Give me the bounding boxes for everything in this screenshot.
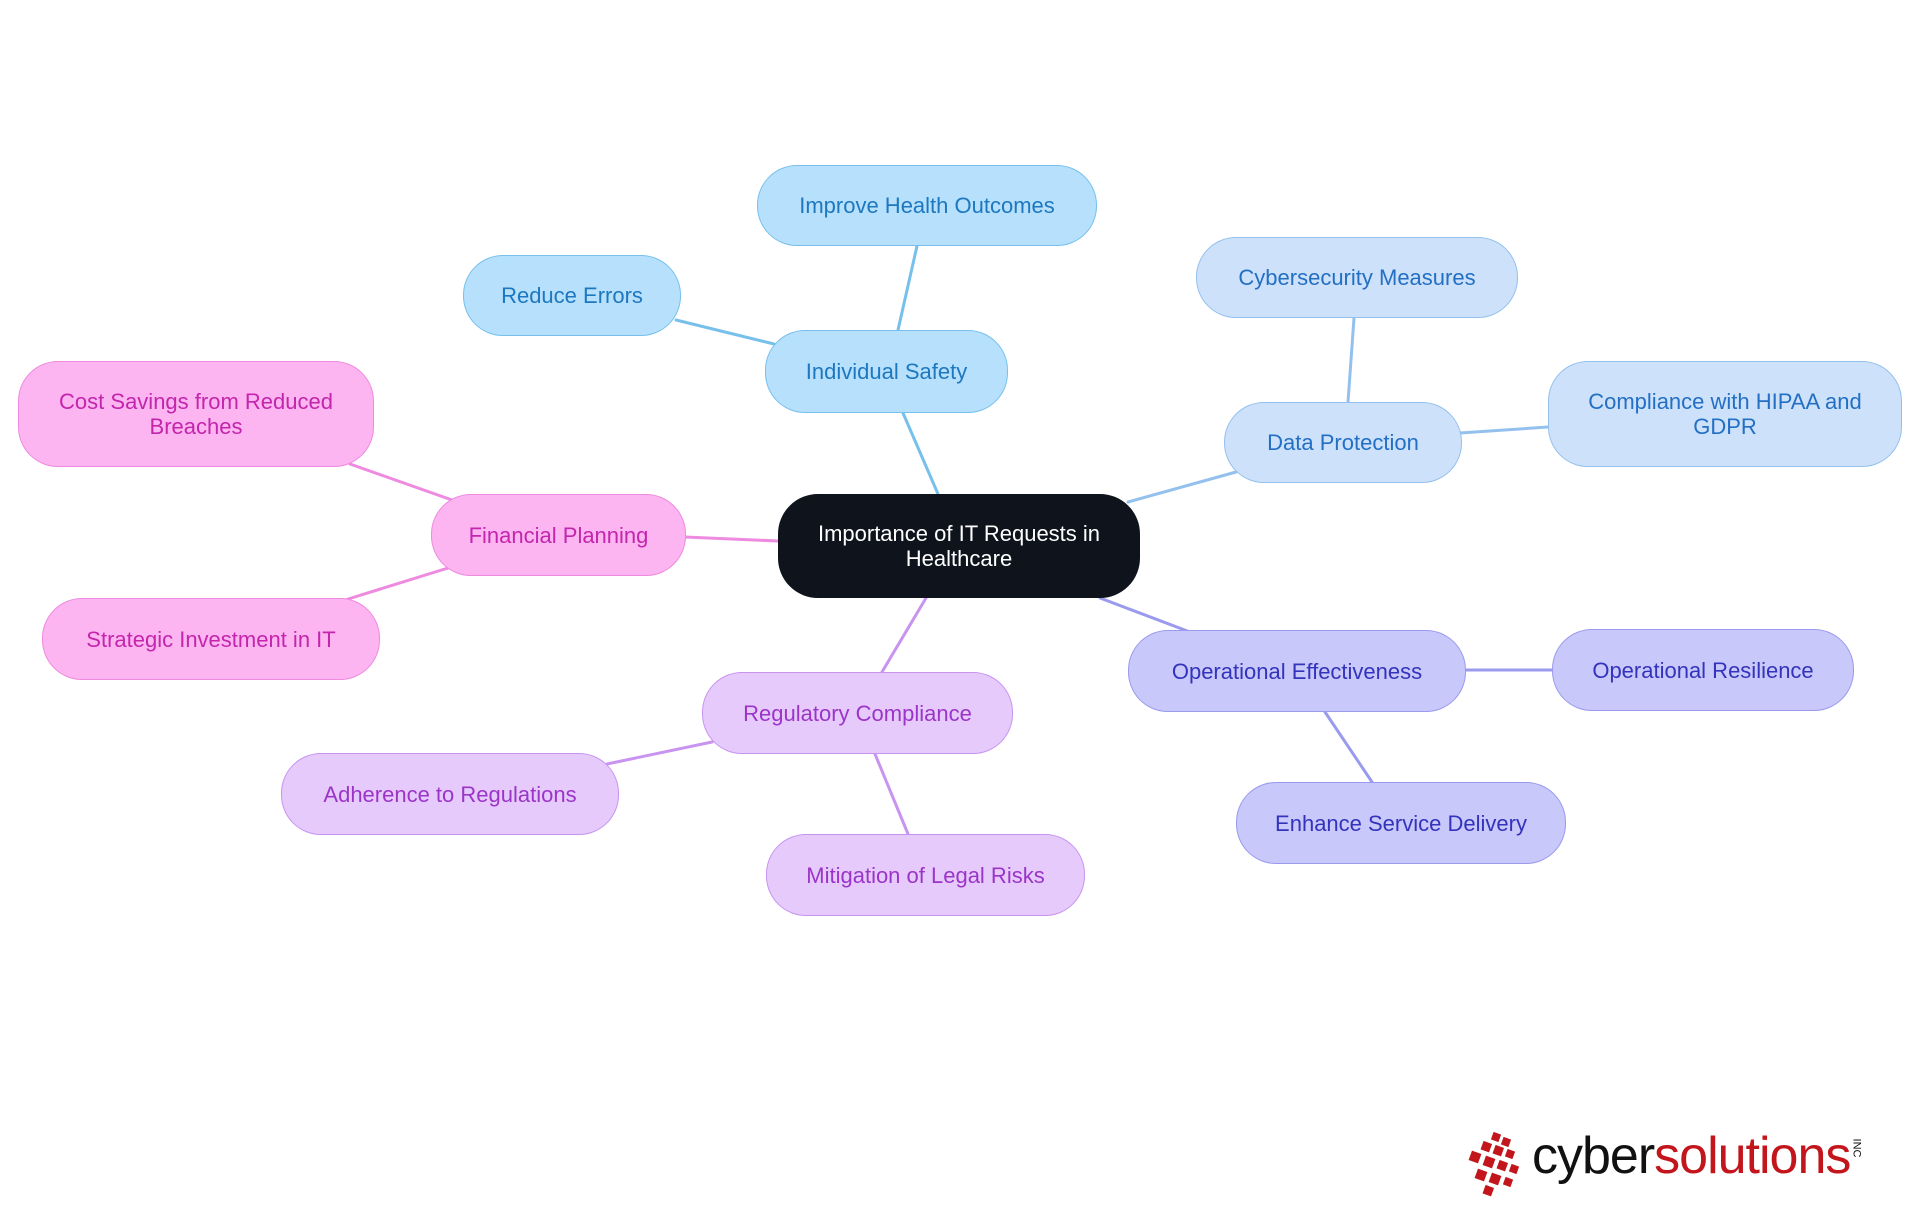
edge-financial-planning-cost-savings [348, 462, 454, 502]
branch-regulatory-compliance-label: Regulatory Compliance [743, 700, 972, 726]
edge-root-data-protection [1126, 470, 1238, 504]
cybersolutions-logo: cybersolutions INC [1462, 1120, 1882, 1200]
leaf-reduce-errors-label: Reduce Errors [501, 283, 643, 308]
edge-regulatory-compliance-adherence [605, 740, 714, 766]
leaf-mitigation-of-legal-risks-label: Mitigation of Legal Risks [806, 862, 1045, 888]
leaf-compliance-hipaa-gdpr[interactable]: Compliance with HIPAA and GDPR [1548, 361, 1902, 467]
root-node[interactable]: Importance of IT Requests in Healthcare [778, 494, 1140, 598]
leaf-improve-health-outcomes-label: Improve Health Outcomes [799, 193, 1055, 218]
leaf-compliance-hipaa-gdpr-label: Compliance with HIPAA and GDPR [1588, 389, 1862, 439]
logo-mark-icon [1468, 1131, 1520, 1197]
edge-root-individual-safety [901, 411, 940, 496]
leaf-adherence-to-regulations-label: Adherence to Regulations [323, 781, 577, 807]
leaf-cost-savings-reduced-breaches[interactable]: Cost Savings from Reduced Breaches [18, 361, 374, 467]
leaf-enhance-service-delivery-label: Enhance Service Delivery [1275, 810, 1527, 836]
branch-operational-effectiveness-label: Operational Effectiveness [1171, 658, 1423, 684]
edge-data-protection-cybersecurity [1346, 316, 1356, 404]
edge-regulatory-compliance-mitigation [873, 752, 910, 836]
leaf-strategic-investment-in-it[interactable]: Strategic Investment in IT [42, 598, 380, 680]
leaf-cybersecurity-measures[interactable]: Cybersecurity Measures [1196, 237, 1518, 318]
edge-root-operational-effectiveness [1098, 596, 1192, 634]
leaf-improve-health-outcomes[interactable]: Improve Health Outcomes [757, 165, 1097, 246]
edge-financial-planning-strategic [343, 566, 450, 602]
branch-individual-safety[interactable]: Individual Safety [765, 330, 1008, 413]
leaf-operational-resilience-label: Operational Resilience [1592, 657, 1814, 683]
branch-data-protection[interactable]: Data Protection [1224, 402, 1462, 483]
branch-financial-planning[interactable]: Financial Planning [431, 494, 686, 576]
branch-individual-safety-label: Individual Safety [805, 359, 968, 384]
root-node-label: Importance of IT Requests in Healthcare [817, 521, 1101, 571]
branch-regulatory-compliance[interactable]: Regulatory Compliance [702, 672, 1013, 754]
edge-operational-effectiveness-service [1323, 710, 1374, 784]
branch-financial-planning-label: Financial Planning [468, 522, 649, 548]
edge-individual-safety-reduce-errors [674, 318, 776, 346]
branch-operational-effectiveness[interactable]: Operational Effectiveness [1128, 630, 1466, 712]
logo-text-solutions: solutions [1654, 1127, 1851, 1185]
logo-suffix-inc: INC [1850, 1138, 1863, 1158]
leaf-mitigation-of-legal-risks[interactable]: Mitigation of Legal Risks [766, 834, 1085, 916]
leaf-cybersecurity-measures-label: Cybersecurity Measures [1238, 265, 1476, 290]
logo-wordmark: cybersolutions [1532, 1126, 1851, 1186]
leaf-reduce-errors[interactable]: Reduce Errors [463, 255, 681, 336]
branch-data-protection-label: Data Protection [1267, 430, 1419, 455]
edge-root-regulatory-compliance [880, 596, 928, 674]
edge-individual-safety-improve-health [896, 244, 919, 332]
leaf-adherence-to-regulations[interactable]: Adherence to Regulations [281, 753, 619, 835]
leaf-enhance-service-delivery[interactable]: Enhance Service Delivery [1236, 782, 1566, 864]
leaf-cost-savings-reduced-breaches-label: Cost Savings from Reduced Breaches [59, 389, 333, 439]
leaf-strategic-investment-in-it-label: Strategic Investment in IT [86, 626, 336, 652]
edge-root-financial-planning [683, 535, 780, 543]
edge-data-protection-compliance [1458, 425, 1550, 435]
logo-text-cyber: cyber [1532, 1127, 1655, 1185]
leaf-operational-resilience[interactable]: Operational Resilience [1552, 629, 1854, 711]
